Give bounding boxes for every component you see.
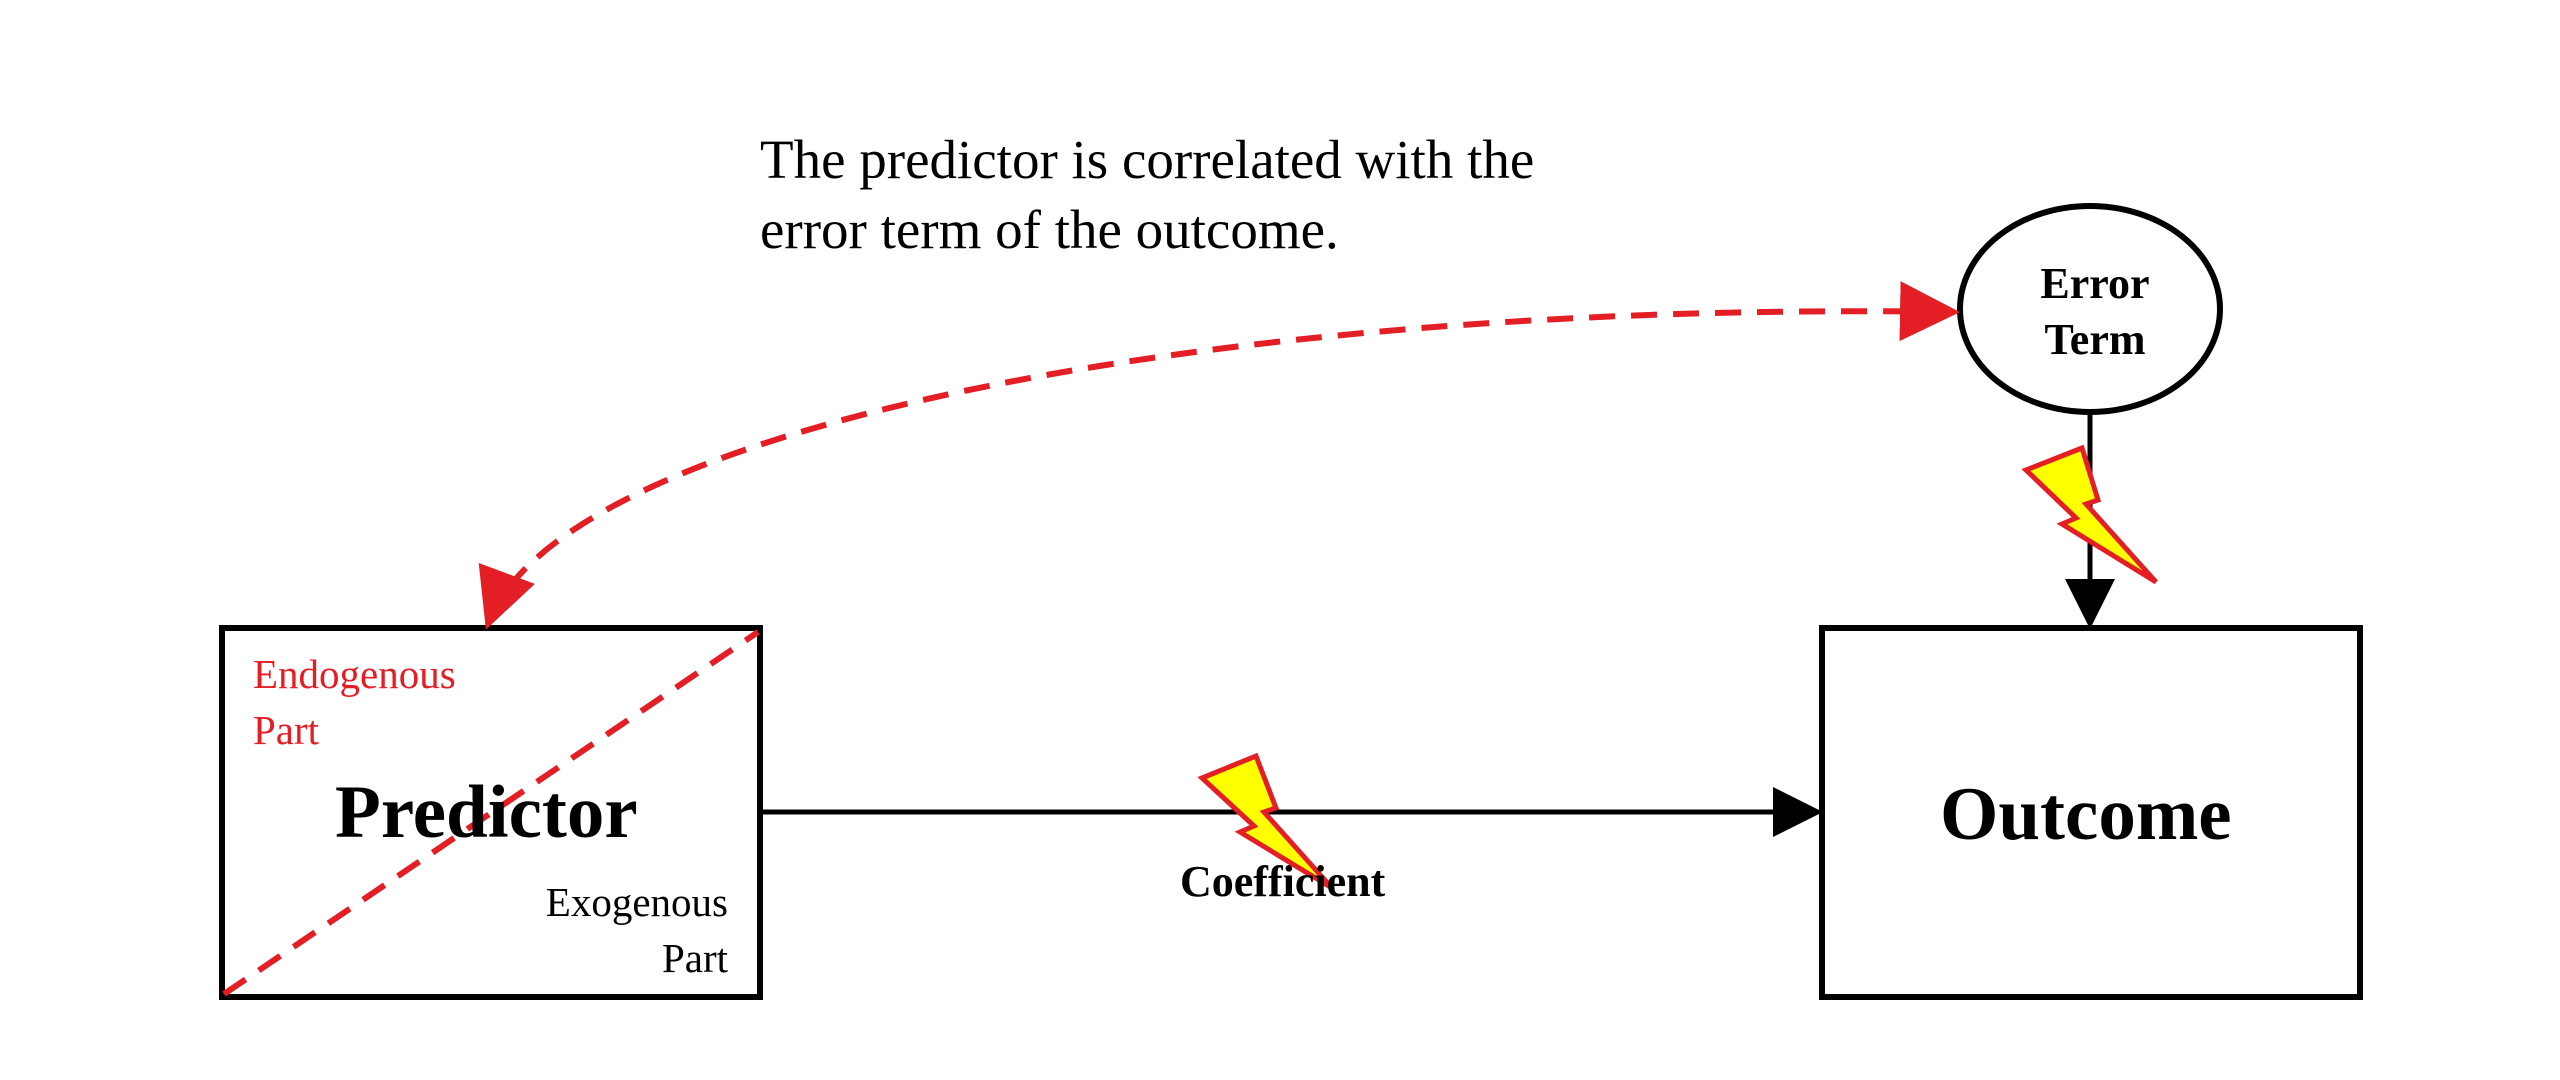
coefficient-label: Coefficient [1180,857,1386,906]
predictor-label: Predictor [335,771,638,854]
endogenous-line-1: Endogenous [253,651,456,697]
exogenous-line-1: Exogenous [545,879,728,925]
error-term-line-1: Error [2040,259,2150,308]
error-term-label: Error Term [1960,256,2230,368]
outcome-label: Outcome [1940,773,2232,856]
lightning-bolt-icon [1197,752,1334,891]
caption-line-1: The predictor is correlated with the [760,129,1535,190]
endogenous-exogenous-divider [222,629,760,997]
endogenous-part-label: Endogenous Part [253,646,456,758]
endogenous-line-2: Part [253,707,320,753]
diagram-caption: The predictor is correlated with the err… [760,125,1710,265]
exogenous-line-2: Part [661,935,728,981]
error-term-line-2: Term [2044,315,2146,364]
correlation-curve [478,281,1960,630]
caption-line-2: error term of the outcome. [760,199,1339,260]
exogenous-part-label: Exogenous Part [480,874,728,986]
lightning-bolt-icon [2021,444,2158,585]
